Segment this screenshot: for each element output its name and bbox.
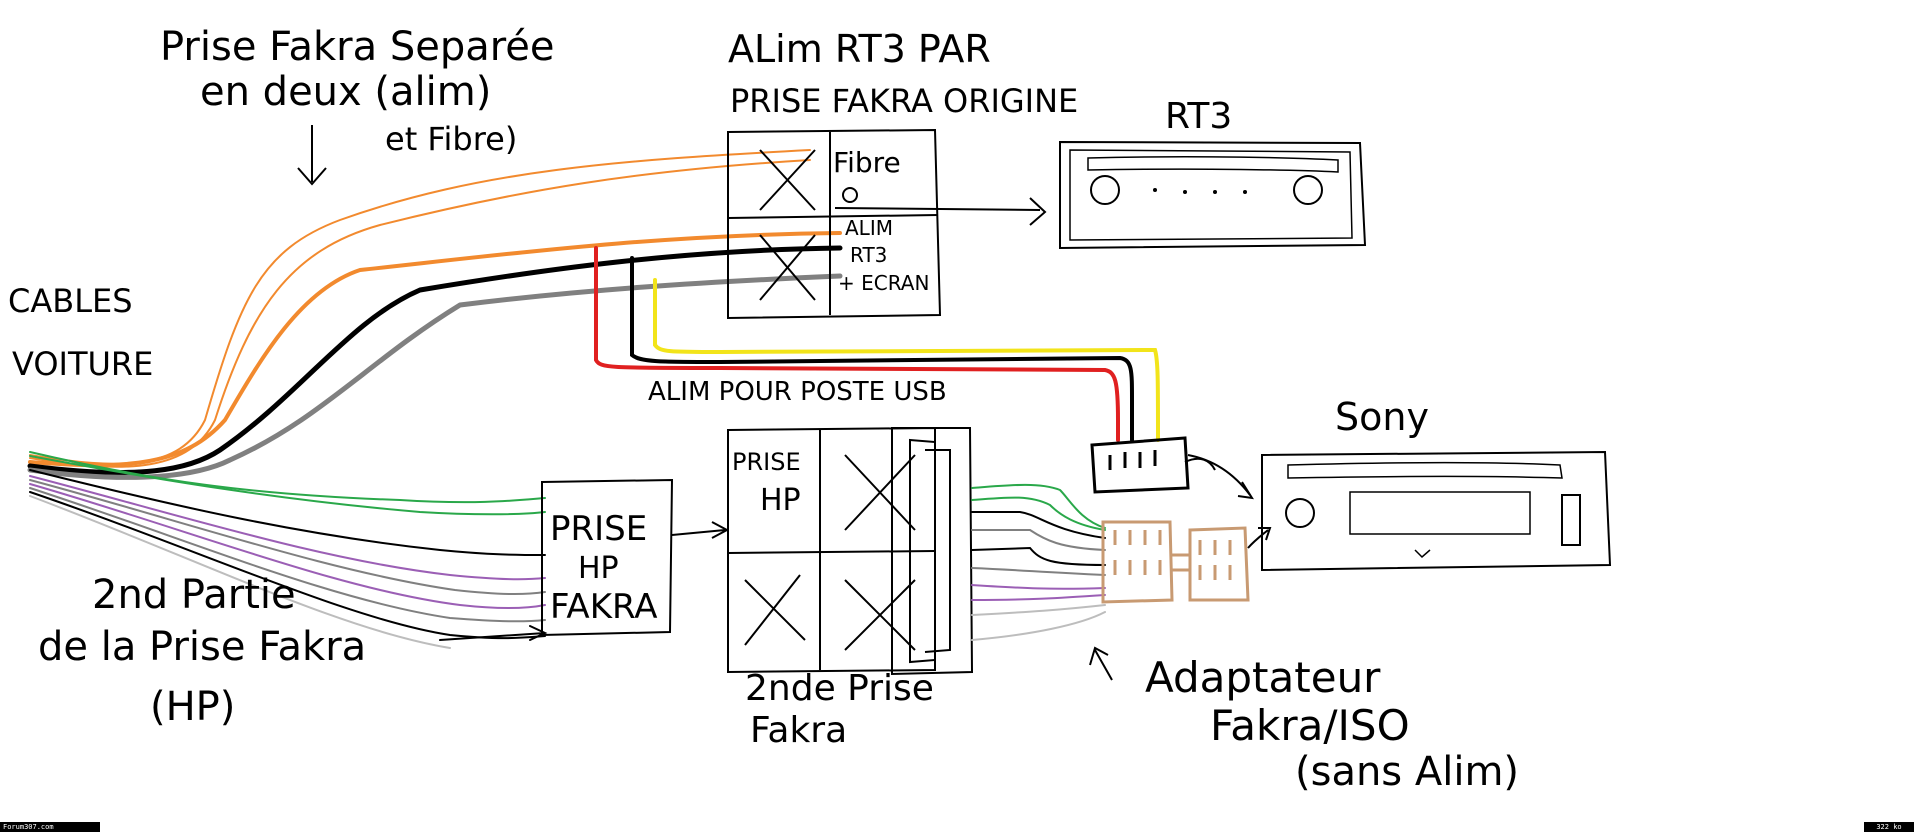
prise-hp-fakra-label: HP bbox=[578, 551, 619, 586]
annotation-alim-rt3: ALim RT3 PAR PRISE FAKRA ORIGINE bbox=[728, 27, 1078, 120]
alim-usb-label: ALIM POUR POSTE USB bbox=[648, 377, 947, 407]
annotation-line: Fakra/ISO bbox=[1210, 701, 1410, 750]
annotation-line: (sans Alim) bbox=[1295, 749, 1519, 795]
sony-device: Sony bbox=[1261, 395, 1612, 572]
footer-site-badge: Forum307.com bbox=[0, 822, 100, 832]
prise-hp-label: HP bbox=[760, 483, 801, 518]
car-harness-top-wires bbox=[27, 149, 843, 480]
down-arrow-icon bbox=[297, 125, 327, 186]
annotation-line: VOITURE bbox=[12, 345, 153, 383]
annotation-line: ALim RT3 PAR bbox=[728, 27, 991, 71]
adapter-to-sony-arrow-icon bbox=[1247, 527, 1272, 549]
alim-label: RT3 bbox=[850, 243, 887, 267]
annotation-line: de la Prise Fakra bbox=[38, 624, 366, 670]
fakra-iso-adapter bbox=[1101, 520, 1250, 604]
second-fakra-label: Fakra bbox=[750, 710, 847, 751]
sony-display bbox=[1349, 491, 1531, 535]
alim-usb-wires bbox=[594, 246, 1160, 442]
annotation-line: Prise Fakra Separée bbox=[160, 24, 555, 70]
second-fakra-label: 2nde Prise bbox=[745, 668, 934, 709]
annotation-line: en deux (alim) bbox=[200, 69, 491, 115]
prise-hp-label: PRISE bbox=[732, 448, 801, 476]
annotation-line: PRISE FAKRA ORIGINE bbox=[730, 82, 1078, 120]
prise-hp-fakra-label: FAKRA bbox=[550, 587, 658, 627]
fibre-port-icon bbox=[842, 187, 858, 203]
sony-label: Sony bbox=[1335, 395, 1429, 439]
annotation-line: et Fibre) bbox=[385, 120, 517, 158]
annotation-cables-voiture: CABLES VOITURE bbox=[8, 282, 153, 383]
prise-hp-fakra-label: PRISE bbox=[550, 509, 647, 549]
annotation-line: 2nd Partie bbox=[92, 572, 296, 618]
annotation-line: (HP) bbox=[150, 684, 235, 730]
fakra-origin-connector: Fibre ALIM RT3 + ECRAN bbox=[727, 128, 1047, 320]
car-harness-bottom-wires bbox=[29, 451, 548, 649]
annotation-line: Adaptateur bbox=[1145, 653, 1381, 702]
up-arrow-icon bbox=[1089, 646, 1113, 681]
usb-power-connector bbox=[1090, 436, 1254, 500]
adapter-wires bbox=[971, 483, 1106, 641]
annotation-line: CABLES bbox=[8, 282, 133, 320]
annotation-second-part: 2nd Partie de la Prise Fakra (HP) bbox=[38, 572, 366, 730]
sony-button bbox=[1561, 494, 1581, 546]
rt3-device: RT3 bbox=[1059, 96, 1367, 250]
annotation-prise-fakra-separee: Prise Fakra Separée en deux (alim) et Fi… bbox=[160, 24, 555, 186]
fibre-label: Fibre bbox=[833, 146, 901, 179]
rt3-knob-icon bbox=[1293, 175, 1323, 205]
annotation-adaptateur: Adaptateur Fakra/ISO (sans Alim) bbox=[1145, 653, 1519, 795]
sony-knob-icon bbox=[1285, 498, 1315, 528]
rt3-knob-icon bbox=[1090, 175, 1120, 205]
prise-hp-fakra-connector: PRISE HP FAKRA bbox=[541, 478, 730, 637]
second-fakra-connector: PRISE HP 2nde Prise Fakra bbox=[727, 426, 974, 751]
alim-label: ALIM bbox=[845, 216, 893, 240]
rt3-label: RT3 bbox=[1165, 96, 1232, 137]
alim-label: + ECRAN bbox=[838, 271, 929, 295]
footer-size-badge: 322 ko bbox=[1864, 822, 1914, 832]
